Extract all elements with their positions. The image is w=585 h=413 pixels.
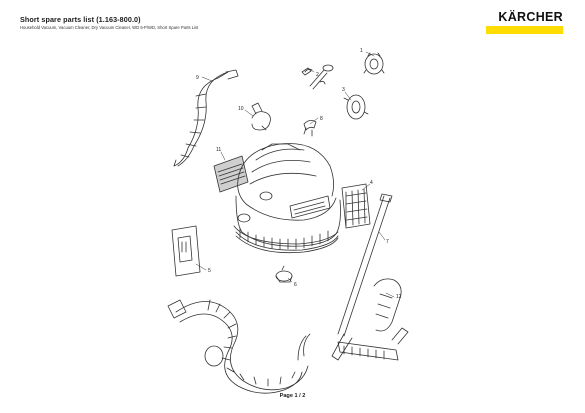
part-filter-card bbox=[171, 225, 201, 277]
callout-12: 12 bbox=[396, 294, 402, 300]
part-flexible-hose bbox=[167, 299, 311, 394]
page-subtitle: Household Vacuum, Vacuum Cleaner, Dry Va… bbox=[20, 25, 199, 30]
callout-11: 11 bbox=[216, 147, 221, 153]
part-cartridge-filter bbox=[341, 183, 371, 229]
part-floor-nozzle bbox=[337, 278, 409, 361]
callout-5: 5 bbox=[208, 268, 211, 274]
part-float-ring bbox=[343, 94, 369, 120]
callout-4: 4 bbox=[370, 180, 373, 186]
logo-yellow-bar bbox=[486, 26, 563, 34]
page-number: Page 1 / 2 bbox=[279, 393, 306, 399]
callout-1: 1 bbox=[360, 48, 363, 54]
page-title: Short spare parts list (1.163-800.0) bbox=[20, 15, 141, 24]
part-container-base bbox=[233, 195, 341, 253]
logo-wordmark: KÄRCHER bbox=[498, 10, 563, 24]
part-suction-hose bbox=[173, 69, 239, 167]
callout-6: 6 bbox=[294, 282, 297, 288]
part-suction-tube bbox=[331, 193, 393, 361]
callout-3: 3 bbox=[342, 87, 345, 93]
part-motor-head bbox=[237, 143, 337, 221]
callout-2: 2 bbox=[316, 72, 319, 78]
callout-10: 10 bbox=[238, 106, 244, 112]
callout-labels: 1 2 3 4 5 6 7 8 9 10 11 12 bbox=[196, 48, 402, 300]
part-clip bbox=[303, 120, 317, 137]
callout-8: 8 bbox=[320, 116, 323, 122]
brand-logo: KÄRCHER bbox=[485, 10, 563, 35]
callout-7: 7 bbox=[386, 239, 389, 245]
part-small-nozzle bbox=[275, 265, 293, 283]
part-filter-cartridge bbox=[363, 52, 385, 75]
part-wing-nut bbox=[301, 64, 334, 90]
callout-leader-lines bbox=[195, 51, 395, 298]
callout-9: 9 bbox=[196, 75, 199, 81]
part-flat-filter bbox=[213, 155, 249, 193]
part-hose-connector bbox=[251, 102, 271, 131]
